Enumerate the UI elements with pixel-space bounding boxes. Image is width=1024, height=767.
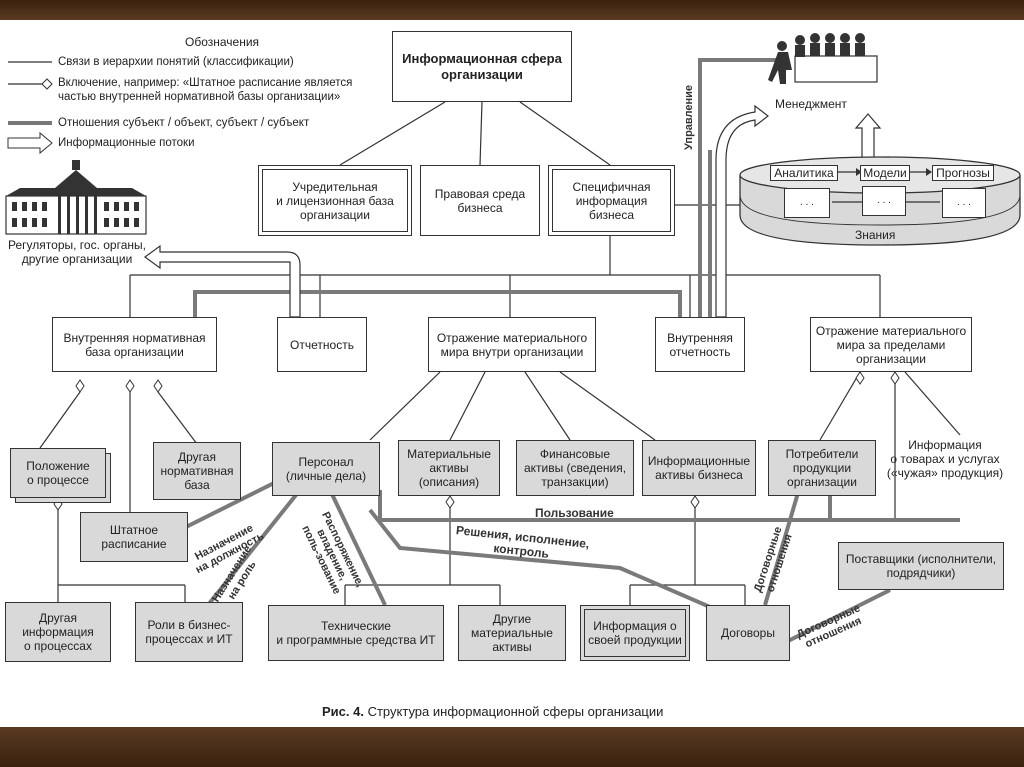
relation-lines: [159, 58, 960, 647]
node-dots-3: . . .: [942, 188, 986, 218]
label-control-flow: Управление: [683, 84, 695, 150]
legend-item-info-flows: Информационные потоки: [58, 137, 195, 149]
node-contracts: Договоры: [706, 605, 790, 661]
node-own-product-info: Информация о своей продукции: [580, 605, 690, 661]
info-flow-arrows: [143, 104, 882, 318]
legend-title: Обозначения: [185, 35, 260, 49]
node-legal: Правовая среда бизнеса: [420, 165, 540, 236]
figure-caption: Рис. 4. Структура информационной сферы о…: [322, 704, 663, 719]
node-other-process-info: Другая информация о процессах: [5, 602, 111, 662]
node-other-norm: Другая нормативная база: [153, 442, 241, 500]
node-analytics: Аналитика: [770, 165, 838, 181]
node-founding: Учредительная и лицензионная база органи…: [258, 165, 412, 236]
label-usage: Пользование: [535, 506, 614, 520]
node-personnel: Персонал (личные дела): [272, 442, 380, 496]
node-tech: Технические и программные средства ИТ: [268, 605, 444, 661]
node-financial-assets: Финансовые активы (сведения, транзакции): [516, 440, 634, 496]
node-material-inside: Отражение материального мира внутри орга…: [428, 317, 596, 372]
node-process-regulation: Положение о процессе: [10, 448, 106, 498]
node-forecasts: Прогнозы: [932, 165, 994, 181]
label-knowledge: Знания: [855, 228, 896, 242]
label-foreign-info: Информация о товарах и услугах («чужая» …: [886, 438, 1004, 480]
figure-number: Рис. 4.: [322, 704, 364, 719]
node-suppliers: Поставщики (исполнители, подрядчики): [838, 542, 1004, 590]
regulators-building-icon: [5, 160, 147, 235]
tree-lines: [39, 101, 961, 605]
node-consumers: Потребители продукции организации: [768, 440, 876, 496]
node-material-assets: Материальные активы (описания): [398, 440, 500, 496]
legend-item-hierarchy: Связи в иерархии понятий (классификации): [58, 56, 294, 68]
legend-symbols: [7, 61, 53, 155]
diagram-canvas: Обозначения Связи в иерархии понятий (кл…: [0, 20, 1024, 727]
node-internal-reporting: Внутренняя отчетность: [655, 317, 745, 372]
inclusion-diamonds: [53, 371, 900, 511]
management-people-icon: [768, 33, 878, 84]
node-staff-schedule: Штатное расписание: [80, 512, 188, 562]
legend-item-inclusion: Включение, например: «Штатное расписание…: [58, 77, 353, 103]
node-material-outside: Отражение материального мира за пределам…: [810, 317, 972, 372]
figure-title: Структура информационной сферы организац…: [367, 704, 664, 719]
node-other-material: Другие материальные активы: [458, 605, 566, 661]
slide-frame-top: [0, 0, 1024, 20]
node-internal-norm: Внутренняя нормативная база организации: [52, 317, 217, 372]
label-regulators: Регуляторы, гос. органы, другие организа…: [8, 238, 146, 266]
label-management: Менеджмент: [775, 97, 847, 111]
node-models: Модели: [860, 165, 910, 181]
connector-layer: [5, 33, 1021, 647]
slide-frame-bottom: [0, 727, 1024, 767]
node-root: Информационная сфера организации: [392, 31, 572, 102]
node-reporting: Отчетность: [277, 317, 367, 372]
node-info-assets: Информационные активы бизнеса: [642, 440, 756, 496]
node-specific: Специфичная информация бизнеса: [548, 165, 675, 236]
node-dots-1: . . .: [784, 188, 830, 218]
legend-item-relations: Отношения субъект / объект, субъект / су…: [58, 117, 310, 129]
node-roles: Роли в бизнес- процессах и ИТ: [135, 602, 243, 662]
node-dots-2: . . .: [862, 186, 906, 216]
